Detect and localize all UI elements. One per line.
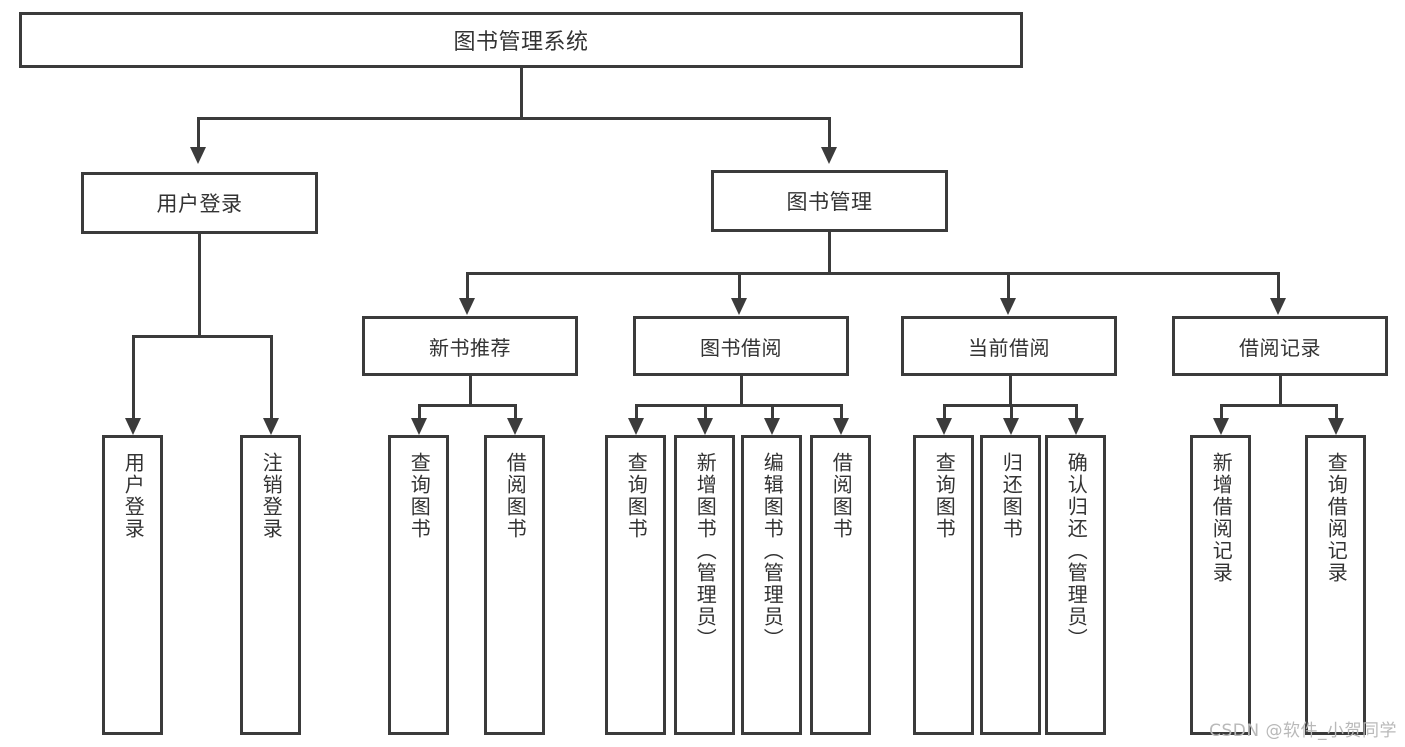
- leaf-current-borrow-return[interactable]: 归还图书: [980, 435, 1041, 735]
- node-label: 归还图书: [999, 452, 1024, 540]
- arrow-book-borrow-leaf-2: [697, 418, 713, 435]
- node-label: 当前借阅: [968, 335, 1050, 360]
- connector-to-new-book: [466, 272, 469, 298]
- connector-current-borrow-stem: [1009, 376, 1012, 404]
- connector-user-login-stem: [198, 234, 201, 335]
- node-book-management[interactable]: 图书管理: [711, 170, 948, 232]
- connector-new-book-stem: [469, 376, 472, 404]
- arrow-borrow-record-leaf-2: [1328, 418, 1344, 435]
- leaf-new-book-borrow[interactable]: 借阅图书: [484, 435, 545, 735]
- arrow-to-borrow-record: [1270, 298, 1286, 315]
- connector-borrow-record-leaf-1: [1220, 404, 1223, 418]
- node-book-borrow[interactable]: 图书借阅: [633, 316, 849, 376]
- node-label: 新书推荐: [429, 335, 511, 360]
- leaf-book-borrow-lend[interactable]: 借阅图书: [810, 435, 871, 735]
- node-label: 用户登录: [121, 452, 146, 540]
- connector-borrow-record-bar: [1220, 404, 1338, 407]
- node-label: 图书借阅: [700, 335, 782, 360]
- arrow-user-login-leaf-2: [263, 418, 279, 435]
- connector-book-borrow-stem: [740, 376, 743, 404]
- node-current-borrow[interactable]: 当前借阅: [901, 316, 1117, 376]
- node-label: 用户登录: [156, 192, 243, 216]
- leaf-book-borrow-query[interactable]: 查询图书: [605, 435, 666, 735]
- node-label: 编辑图书（管理员）: [760, 452, 785, 650]
- arrow-current-borrow-leaf-3: [1068, 418, 1084, 435]
- connector-book-borrow-leaf-4: [840, 404, 843, 418]
- node-user-login[interactable]: 用户登录: [81, 172, 318, 234]
- leaf-current-borrow-query[interactable]: 查询图书: [913, 435, 974, 735]
- arrow-book-borrow-leaf-3: [764, 418, 780, 435]
- connector-book-borrow-leaf-3: [771, 404, 774, 418]
- connector-level2-bar: [466, 272, 1280, 275]
- arrow-borrow-record-leaf-1: [1213, 418, 1229, 435]
- leaf-book-borrow-edit[interactable]: 编辑图书（管理员）: [741, 435, 802, 735]
- arrow-book-borrow-leaf-4: [833, 418, 849, 435]
- connector-level1-bar: [197, 117, 831, 120]
- connector-to-borrow-record: [1277, 272, 1280, 298]
- node-label: 查询图书: [932, 452, 957, 540]
- connector-root-stem: [520, 68, 523, 117]
- arrow-to-new-book: [459, 298, 475, 315]
- arrow-user-login-leaf-1: [125, 418, 141, 435]
- leaf-current-borrow-confirm-return[interactable]: 确认归还（管理员）: [1045, 435, 1106, 735]
- node-label: 新增图书（管理员）: [693, 452, 718, 650]
- watermark-text: CSDN @软件_小贺同学: [1209, 721, 1397, 741]
- connector-book-borrow-bar: [635, 404, 843, 407]
- connector-user-login-bar: [132, 335, 270, 338]
- connector-current-borrow-leaf-2: [1010, 404, 1013, 418]
- node-label: 新增借阅记录: [1209, 452, 1234, 584]
- leaf-borrow-record-query[interactable]: 查询借阅记录: [1305, 435, 1366, 735]
- leaf-borrow-record-add[interactable]: 新增借阅记录: [1190, 435, 1251, 735]
- node-root-system[interactable]: 图书管理系统: [19, 12, 1023, 68]
- node-label: 借阅图书: [829, 452, 854, 540]
- connector-user-login-leaf-2: [270, 335, 273, 418]
- node-label: 注销登录: [259, 452, 284, 540]
- connector-book-borrow-leaf-2: [704, 404, 707, 418]
- node-label: 查询图书: [407, 452, 432, 540]
- connector-book-manage-stem: [828, 232, 831, 272]
- arrow-book-borrow-leaf-1: [628, 418, 644, 435]
- arrow-current-borrow-leaf-2: [1003, 418, 1019, 435]
- connector-new-book-bar: [418, 404, 517, 407]
- arrow-new-book-leaf-1: [411, 418, 427, 435]
- leaf-user-login-logout[interactable]: 注销登录: [240, 435, 301, 735]
- connector-current-borrow-leaf-3: [1075, 404, 1078, 418]
- arrow-to-book-borrow: [731, 298, 747, 315]
- arrow-to-book-manage: [821, 147, 837, 164]
- arrow-to-user-login: [190, 147, 206, 164]
- arrow-current-borrow-leaf-1: [936, 418, 952, 435]
- node-label: 借阅记录: [1239, 335, 1321, 360]
- connector-to-book-borrow: [738, 272, 741, 298]
- node-borrow-record[interactable]: 借阅记录: [1172, 316, 1388, 376]
- connector-to-book-manage: [828, 117, 831, 147]
- connector-new-book-leaf-1: [418, 404, 421, 418]
- connector-current-borrow-leaf-1: [943, 404, 946, 418]
- connector-user-login-leaf-1: [132, 335, 135, 418]
- leaf-book-borrow-add[interactable]: 新增图书（管理员）: [674, 435, 735, 735]
- arrow-to-current-borrow: [1000, 298, 1016, 315]
- node-new-book-recommend[interactable]: 新书推荐: [362, 316, 578, 376]
- leaf-user-login-login[interactable]: 用户登录: [102, 435, 163, 735]
- connector-to-current-borrow: [1007, 272, 1010, 298]
- connector-to-user-login: [197, 117, 200, 147]
- connector-new-book-leaf-2: [514, 404, 517, 418]
- connector-borrow-record-stem: [1279, 376, 1282, 404]
- node-label: 图书管理: [786, 190, 873, 214]
- node-label: 查询图书: [624, 452, 649, 540]
- arrow-new-book-leaf-2: [507, 418, 523, 435]
- leaf-new-book-query[interactable]: 查询图书: [388, 435, 449, 735]
- connector-borrow-record-leaf-2: [1335, 404, 1338, 418]
- node-label: 借阅图书: [503, 452, 528, 540]
- connector-book-borrow-leaf-1: [635, 404, 638, 418]
- node-label: 确认归还（管理员）: [1064, 452, 1089, 650]
- node-label: 查询借阅记录: [1324, 452, 1349, 584]
- node-label: 图书管理系统: [453, 30, 589, 55]
